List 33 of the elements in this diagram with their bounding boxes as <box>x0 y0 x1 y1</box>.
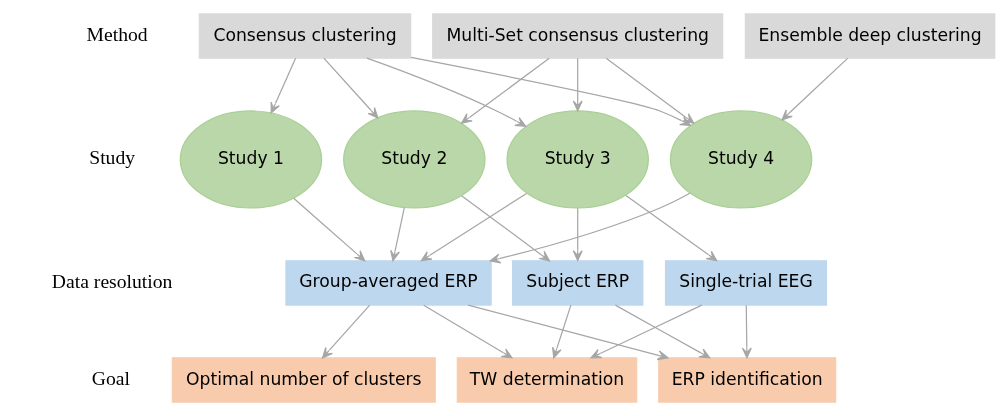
label: Goal <box>91 366 131 389</box>
arrow <box>293 197 366 262</box>
label: Data resolution <box>51 269 173 292</box>
node-box: TW determination <box>456 357 638 403</box>
arrow <box>423 304 513 359</box>
node-box: ERP identification <box>658 357 837 403</box>
arrow <box>741 304 752 359</box>
arrow <box>552 304 572 359</box>
node-ellipse: Study 3 <box>506 110 649 209</box>
node-box: Optimal number of clusters <box>171 357 436 403</box>
arrow <box>323 57 379 119</box>
arrow <box>572 57 583 112</box>
arrow <box>572 207 583 262</box>
node-box: Consensus clustering <box>198 13 412 59</box>
node-box: Group-averaged ERP <box>285 260 492 306</box>
node-box: Subject ERP <box>512 260 644 306</box>
arrow <box>625 194 718 262</box>
arrow <box>460 195 551 262</box>
label: Study <box>89 146 136 169</box>
node-ellipse: Study 1 <box>179 110 323 209</box>
arrow <box>420 192 528 262</box>
label: Method <box>86 22 148 45</box>
node-box: Ensemble deep clustering <box>744 13 996 59</box>
arrow <box>366 57 527 127</box>
arrow <box>614 304 711 359</box>
arrow <box>461 57 550 124</box>
arrow <box>390 207 405 262</box>
arrow <box>270 57 297 114</box>
node-box: Multi-Set consensus clustering <box>432 13 724 59</box>
arrow <box>781 57 849 121</box>
arrow <box>489 192 691 264</box>
node-box: Single-trial EEG <box>664 260 828 306</box>
arrow <box>321 304 371 359</box>
